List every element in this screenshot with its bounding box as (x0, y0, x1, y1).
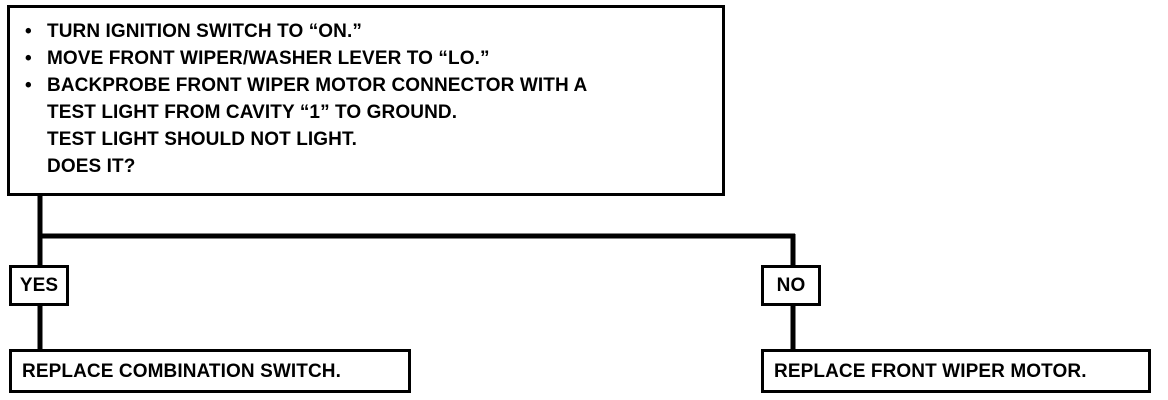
step-line-4: TEST LIGHT FROM CAVITY “1” TO GROUND. (25, 99, 712, 126)
replace-front-wiper-motor-box: REPLACE FRONT WIPER MOTOR. (761, 349, 1151, 393)
test-question-box: • TURN IGNITION SWITCH TO “ON.” • MOVE F… (7, 5, 725, 196)
bullet-icon: • (25, 21, 32, 42)
step-line-6: DOES IT? (25, 153, 712, 180)
bullet-spacer (25, 99, 47, 126)
bullet-spacer (25, 153, 47, 180)
step-line-2: • MOVE FRONT WIPER/WASHER LEVER TO “LO.” (25, 45, 712, 72)
no-answer-box: NO (761, 265, 821, 306)
step-line-5: TEST LIGHT SHOULD NOT LIGHT. (25, 126, 712, 153)
bullet-spacer (25, 126, 47, 153)
step-question-text: DOES IT? (47, 156, 136, 177)
step-text: TEST LIGHT SHOULD NOT LIGHT. (47, 129, 357, 150)
step-line-3: • BACKPROBE FRONT WIPER MOTOR CONNECTOR … (25, 72, 712, 99)
step-line-1: • TURN IGNITION SWITCH TO “ON.” (25, 18, 712, 45)
step-text: TURN IGNITION SWITCH TO “ON.” (47, 21, 362, 42)
yes-answer-box: YES (9, 265, 69, 306)
step-text: BACKPROBE FRONT WIPER MOTOR CONNECTOR WI… (47, 75, 588, 96)
step-text: TEST LIGHT FROM CAVITY “1” TO GROUND. (47, 102, 458, 123)
replace-combination-switch-box: REPLACE COMBINATION SWITCH. (9, 349, 411, 393)
step-text: MOVE FRONT WIPER/WASHER LEVER TO “LO.” (47, 48, 490, 69)
bullet-icon: • (25, 48, 32, 69)
bullet-icon: • (25, 75, 32, 96)
